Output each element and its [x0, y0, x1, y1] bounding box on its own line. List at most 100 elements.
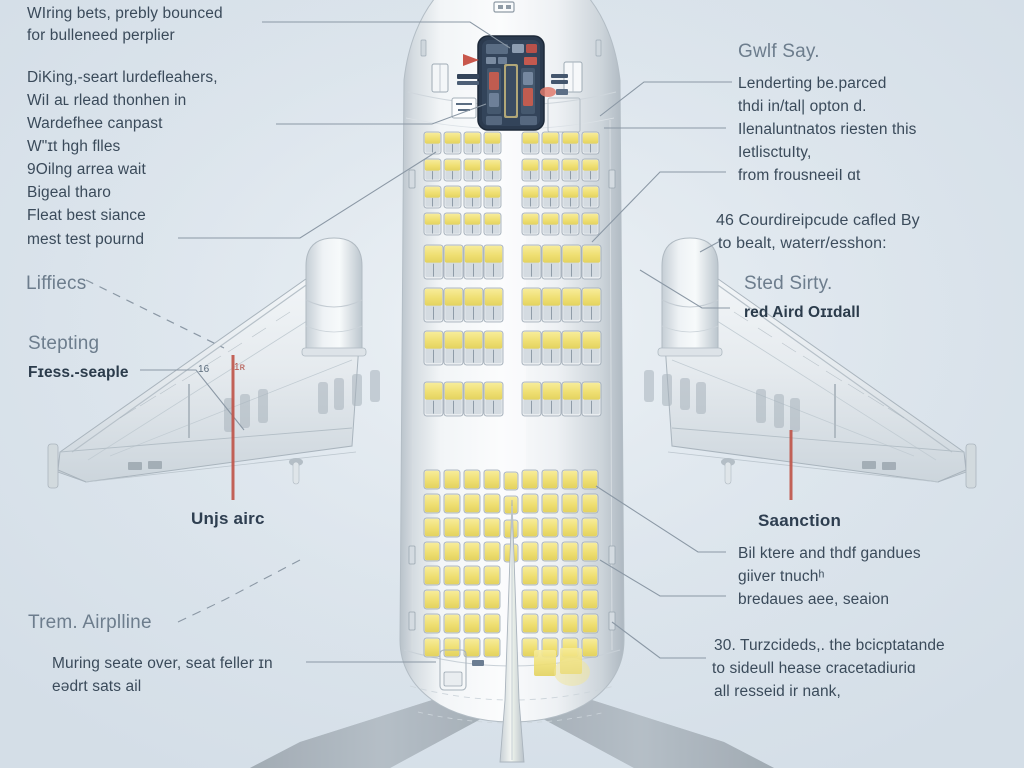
seat: [581, 158, 600, 182]
annotation-top-left-line1: WIring bets, prebly bounced: [27, 5, 223, 22]
annotation-upper-left-line1: DiKing,-seart lurdefleahers,: [27, 69, 218, 86]
seat: [463, 589, 481, 610]
seat: [541, 469, 559, 490]
seat: [483, 131, 502, 155]
seat: [541, 287, 562, 323]
seat: [581, 517, 599, 538]
annotation-upper-left-line7: Fleat best siance: [27, 207, 146, 224]
seat: [443, 613, 461, 634]
seat: [443, 637, 461, 658]
annotation-right-block2-line2: to bealt, waterr/esshon:: [718, 235, 887, 252]
seat: [521, 565, 539, 586]
seat: [541, 330, 562, 366]
seat: [463, 517, 481, 538]
seat: [521, 131, 540, 155]
left-engine-nacelle: [301, 237, 367, 357]
seat: [541, 589, 559, 610]
annotation-right-block1-line4: IetlisctuIty,: [738, 144, 812, 161]
seat: [581, 185, 600, 209]
seat: [561, 613, 579, 634]
seat: [483, 381, 504, 417]
seat: [521, 287, 542, 323]
forward-cabin-details: [420, 1, 602, 133]
seat: [483, 212, 502, 236]
left-wing: [47, 261, 380, 489]
annotation-right-block4-line3: all resseid ir nank,: [714, 683, 841, 700]
annotation-left-header-2: Stepting: [28, 333, 100, 354]
seat: [483, 589, 501, 610]
annotation-right-block4-line1: 30. Turzcideds,. the bcicptatande: [714, 637, 945, 654]
seat: [581, 565, 599, 586]
seat: [483, 565, 501, 586]
annotation-left-bottom-line1: Muring seate over, seat feller ɪn: [52, 655, 273, 672]
seat: [443, 589, 461, 610]
seat: [541, 493, 559, 514]
seat: [521, 330, 542, 366]
seat: [561, 330, 582, 366]
seat: [463, 158, 482, 182]
seat: [423, 212, 442, 236]
annotation-upper-left-line5: 9Oilng arrea wait: [27, 161, 146, 178]
seat: [581, 637, 599, 658]
seat: [561, 185, 580, 209]
seat: [581, 493, 599, 514]
annotation-right-block3-line1: Bil ktere and thdf gandues: [738, 545, 921, 562]
seat: [423, 330, 444, 366]
annotation-right-block1-line5: from frousneeiI ɑt: [738, 167, 861, 184]
seat: [521, 613, 539, 634]
seat: [463, 381, 484, 417]
annotation-upper-left-line2: WiI aʟ rlead thonhen in: [27, 92, 187, 109]
seat: [443, 330, 464, 366]
seat: [423, 185, 442, 209]
annotation-upper-left-line6: Bigeal tharo: [27, 184, 111, 201]
vertical-stabilizer: [499, 499, 525, 763]
seat: [541, 131, 560, 155]
seat: [561, 517, 579, 538]
seat: [423, 541, 441, 562]
left-wing-label: Unjs airc: [191, 509, 265, 528]
seat: [561, 287, 582, 323]
seat: [521, 517, 539, 538]
seat: [521, 493, 539, 514]
seat: [423, 517, 441, 538]
annotation-right-header-1: Gwlf Say.: [738, 41, 820, 62]
flight-deck: [477, 35, 545, 131]
seat: [463, 565, 481, 586]
seat: [561, 493, 579, 514]
seat: [581, 469, 599, 490]
seat: [541, 565, 559, 586]
seat: [483, 469, 501, 490]
seat: [581, 287, 602, 323]
door-markers: [408, 169, 616, 631]
annotation-left-bold-1: Fɪess.-seaple: [28, 364, 129, 381]
annotation-right-block1-line1: Lenderting be.parced: [738, 75, 887, 92]
seat: [483, 185, 502, 209]
annotation-right-block3-line3: bredaues aee, seaion: [738, 591, 890, 608]
seat: [581, 244, 602, 280]
wing-tick-label: 16: [198, 364, 210, 375]
seat: [483, 493, 501, 514]
annotation-right-block2-line1: 46 Courdireipcude cafled By: [716, 212, 920, 229]
seat: [561, 589, 579, 610]
seat: [521, 158, 540, 182]
seat: [483, 158, 502, 182]
seat: [541, 381, 562, 417]
seat: [561, 381, 582, 417]
annotation-right-block1-line3: Ilenaluntnatos riesten this: [738, 121, 917, 138]
seat: [443, 244, 464, 280]
seat: [541, 517, 559, 538]
seat: [463, 131, 482, 155]
seat: [581, 381, 602, 417]
seat: [443, 381, 464, 417]
right-wing-label: Saanction: [758, 511, 842, 530]
seat: [503, 495, 519, 515]
seat: [581, 212, 600, 236]
seat: [483, 637, 501, 658]
seat: [463, 493, 481, 514]
seat: [423, 493, 441, 514]
seat: [483, 541, 501, 562]
seat: [503, 471, 519, 491]
annotation-upper-left-line3: Wardefhee canpast: [27, 115, 163, 132]
seat: [521, 589, 539, 610]
seat: [521, 381, 542, 417]
